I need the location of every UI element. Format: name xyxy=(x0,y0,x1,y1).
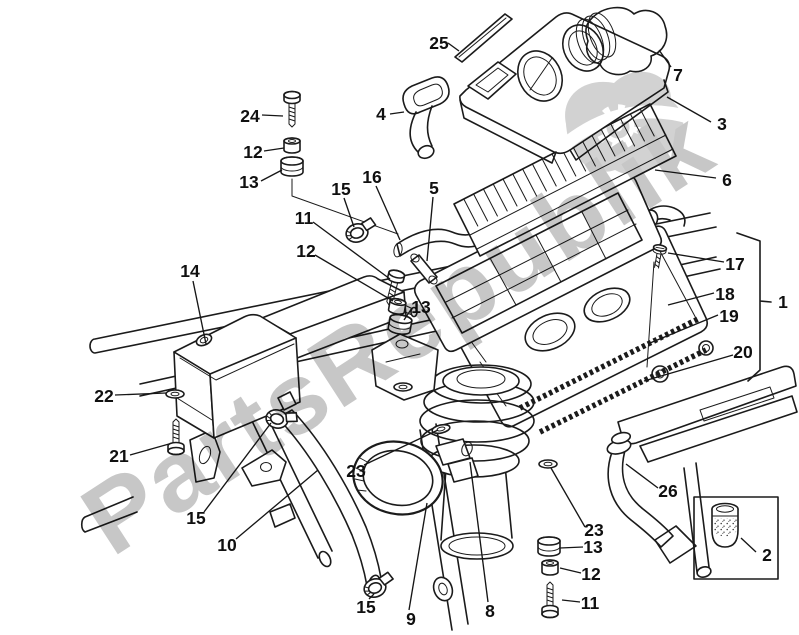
callout-label-11: 11 xyxy=(295,208,314,228)
callout-leader-12 xyxy=(314,254,394,302)
gasket-19 xyxy=(518,315,702,411)
callout-leader-26 xyxy=(625,463,659,489)
callout-label-15: 15 xyxy=(331,179,351,199)
callout-label-4: 4 xyxy=(376,104,386,124)
washer-22 xyxy=(165,389,185,399)
callout-leader-17 xyxy=(667,252,725,263)
callout-label-26: 26 xyxy=(658,481,678,501)
hose-clamp-ring xyxy=(352,438,479,516)
grommet-13-top xyxy=(280,156,304,177)
washer-23-right xyxy=(538,459,558,469)
callout-leader-12 xyxy=(559,567,582,574)
callout-label-17: 17 xyxy=(725,254,744,274)
callout-label-23: 23 xyxy=(346,461,366,481)
swingarm-plates xyxy=(432,340,798,602)
bolt-11-bottom xyxy=(541,581,559,619)
callout-label-20: 20 xyxy=(733,342,753,362)
callout-leader-13 xyxy=(403,307,413,321)
callout-leader-11 xyxy=(561,599,581,603)
spacer-12-top xyxy=(283,137,301,154)
callout-label-9: 9 xyxy=(406,609,416,629)
callout-label-12: 12 xyxy=(243,142,263,162)
callout-leader-20 xyxy=(643,354,734,382)
callout-leader-3 xyxy=(666,96,712,123)
callout-leader-10 xyxy=(235,469,319,540)
callout-leader-6 xyxy=(654,169,717,179)
battery-box xyxy=(173,313,301,439)
callout-label-16: 16 xyxy=(362,167,382,187)
callout-leader-22 xyxy=(114,392,167,396)
callout-label-12: 12 xyxy=(581,564,601,584)
callout-leader-7 xyxy=(658,49,672,68)
callout-leader-2 xyxy=(740,537,757,553)
callout-leader-14 xyxy=(192,280,207,345)
grommet-13-bottom xyxy=(537,536,561,557)
inset-box-part-2 xyxy=(693,496,779,580)
callout-label-8: 8 xyxy=(485,601,495,621)
callout-label-1: 1 xyxy=(778,292,788,312)
callout-label-18: 18 xyxy=(715,284,735,304)
callout-label-11: 11 xyxy=(581,593,600,613)
callout-label-12: 12 xyxy=(296,241,316,261)
spacer-12-bottom xyxy=(541,559,559,576)
callout-label-3: 3 xyxy=(717,114,727,134)
callout-label-15: 15 xyxy=(186,508,206,528)
breather-hose-lower xyxy=(606,431,697,564)
gasket-20 xyxy=(538,347,708,435)
callout-leader-19 xyxy=(649,314,719,344)
callout-leader-13 xyxy=(260,169,283,182)
callout-leader-15 xyxy=(368,593,375,600)
callout-leader-4 xyxy=(389,111,405,115)
callout-leader-8 xyxy=(469,461,489,603)
callout-leader-11 xyxy=(312,221,391,280)
callout-leader-13 xyxy=(559,546,584,549)
mount-bracket xyxy=(371,333,439,401)
callout-label-10: 10 xyxy=(217,535,237,555)
callout-label-21: 21 xyxy=(109,446,129,466)
callout-leader-15 xyxy=(203,422,272,513)
washer-23-left xyxy=(430,422,452,436)
intake-funnel xyxy=(575,6,668,76)
callout-label-14: 14 xyxy=(180,261,200,281)
part-1-bracket xyxy=(736,232,772,382)
callout-label-2: 2 xyxy=(762,545,772,565)
hardware xyxy=(165,76,668,619)
callout-leader-18 xyxy=(667,292,715,306)
clamp-15-top xyxy=(342,216,380,246)
callout-label-19: 19 xyxy=(719,306,739,326)
callout-leader-24 xyxy=(261,114,284,117)
callout-label-23: 23 xyxy=(584,520,604,540)
callout-label-6: 6 xyxy=(722,170,732,190)
callout-leader-16 xyxy=(375,185,401,241)
callout-label-13: 13 xyxy=(411,297,431,317)
callout-leader-12 xyxy=(263,147,285,152)
callout-leader-23 xyxy=(550,467,586,528)
callout-leader-25 xyxy=(447,42,460,52)
callout-label-25: 25 xyxy=(429,33,449,53)
callout-label-5: 5 xyxy=(429,178,439,198)
callout-label-13: 13 xyxy=(583,537,603,557)
trim-blade xyxy=(454,13,513,63)
callout-leader-9 xyxy=(408,502,428,611)
callout-label-24: 24 xyxy=(240,106,260,126)
lid-snorkel xyxy=(467,61,517,100)
callout-leader-23 xyxy=(363,429,439,466)
gear-icon xyxy=(551,71,694,175)
callout-label-13: 13 xyxy=(239,172,259,192)
callout-label-22: 22 xyxy=(94,386,114,406)
callout-label-7: 7 xyxy=(673,65,683,85)
callout-leader-5 xyxy=(426,196,434,262)
callout-leader-15 xyxy=(343,197,355,228)
bolt-24 xyxy=(283,90,301,128)
callout-leader-21 xyxy=(129,443,170,456)
callout-label-15: 15 xyxy=(356,597,376,617)
